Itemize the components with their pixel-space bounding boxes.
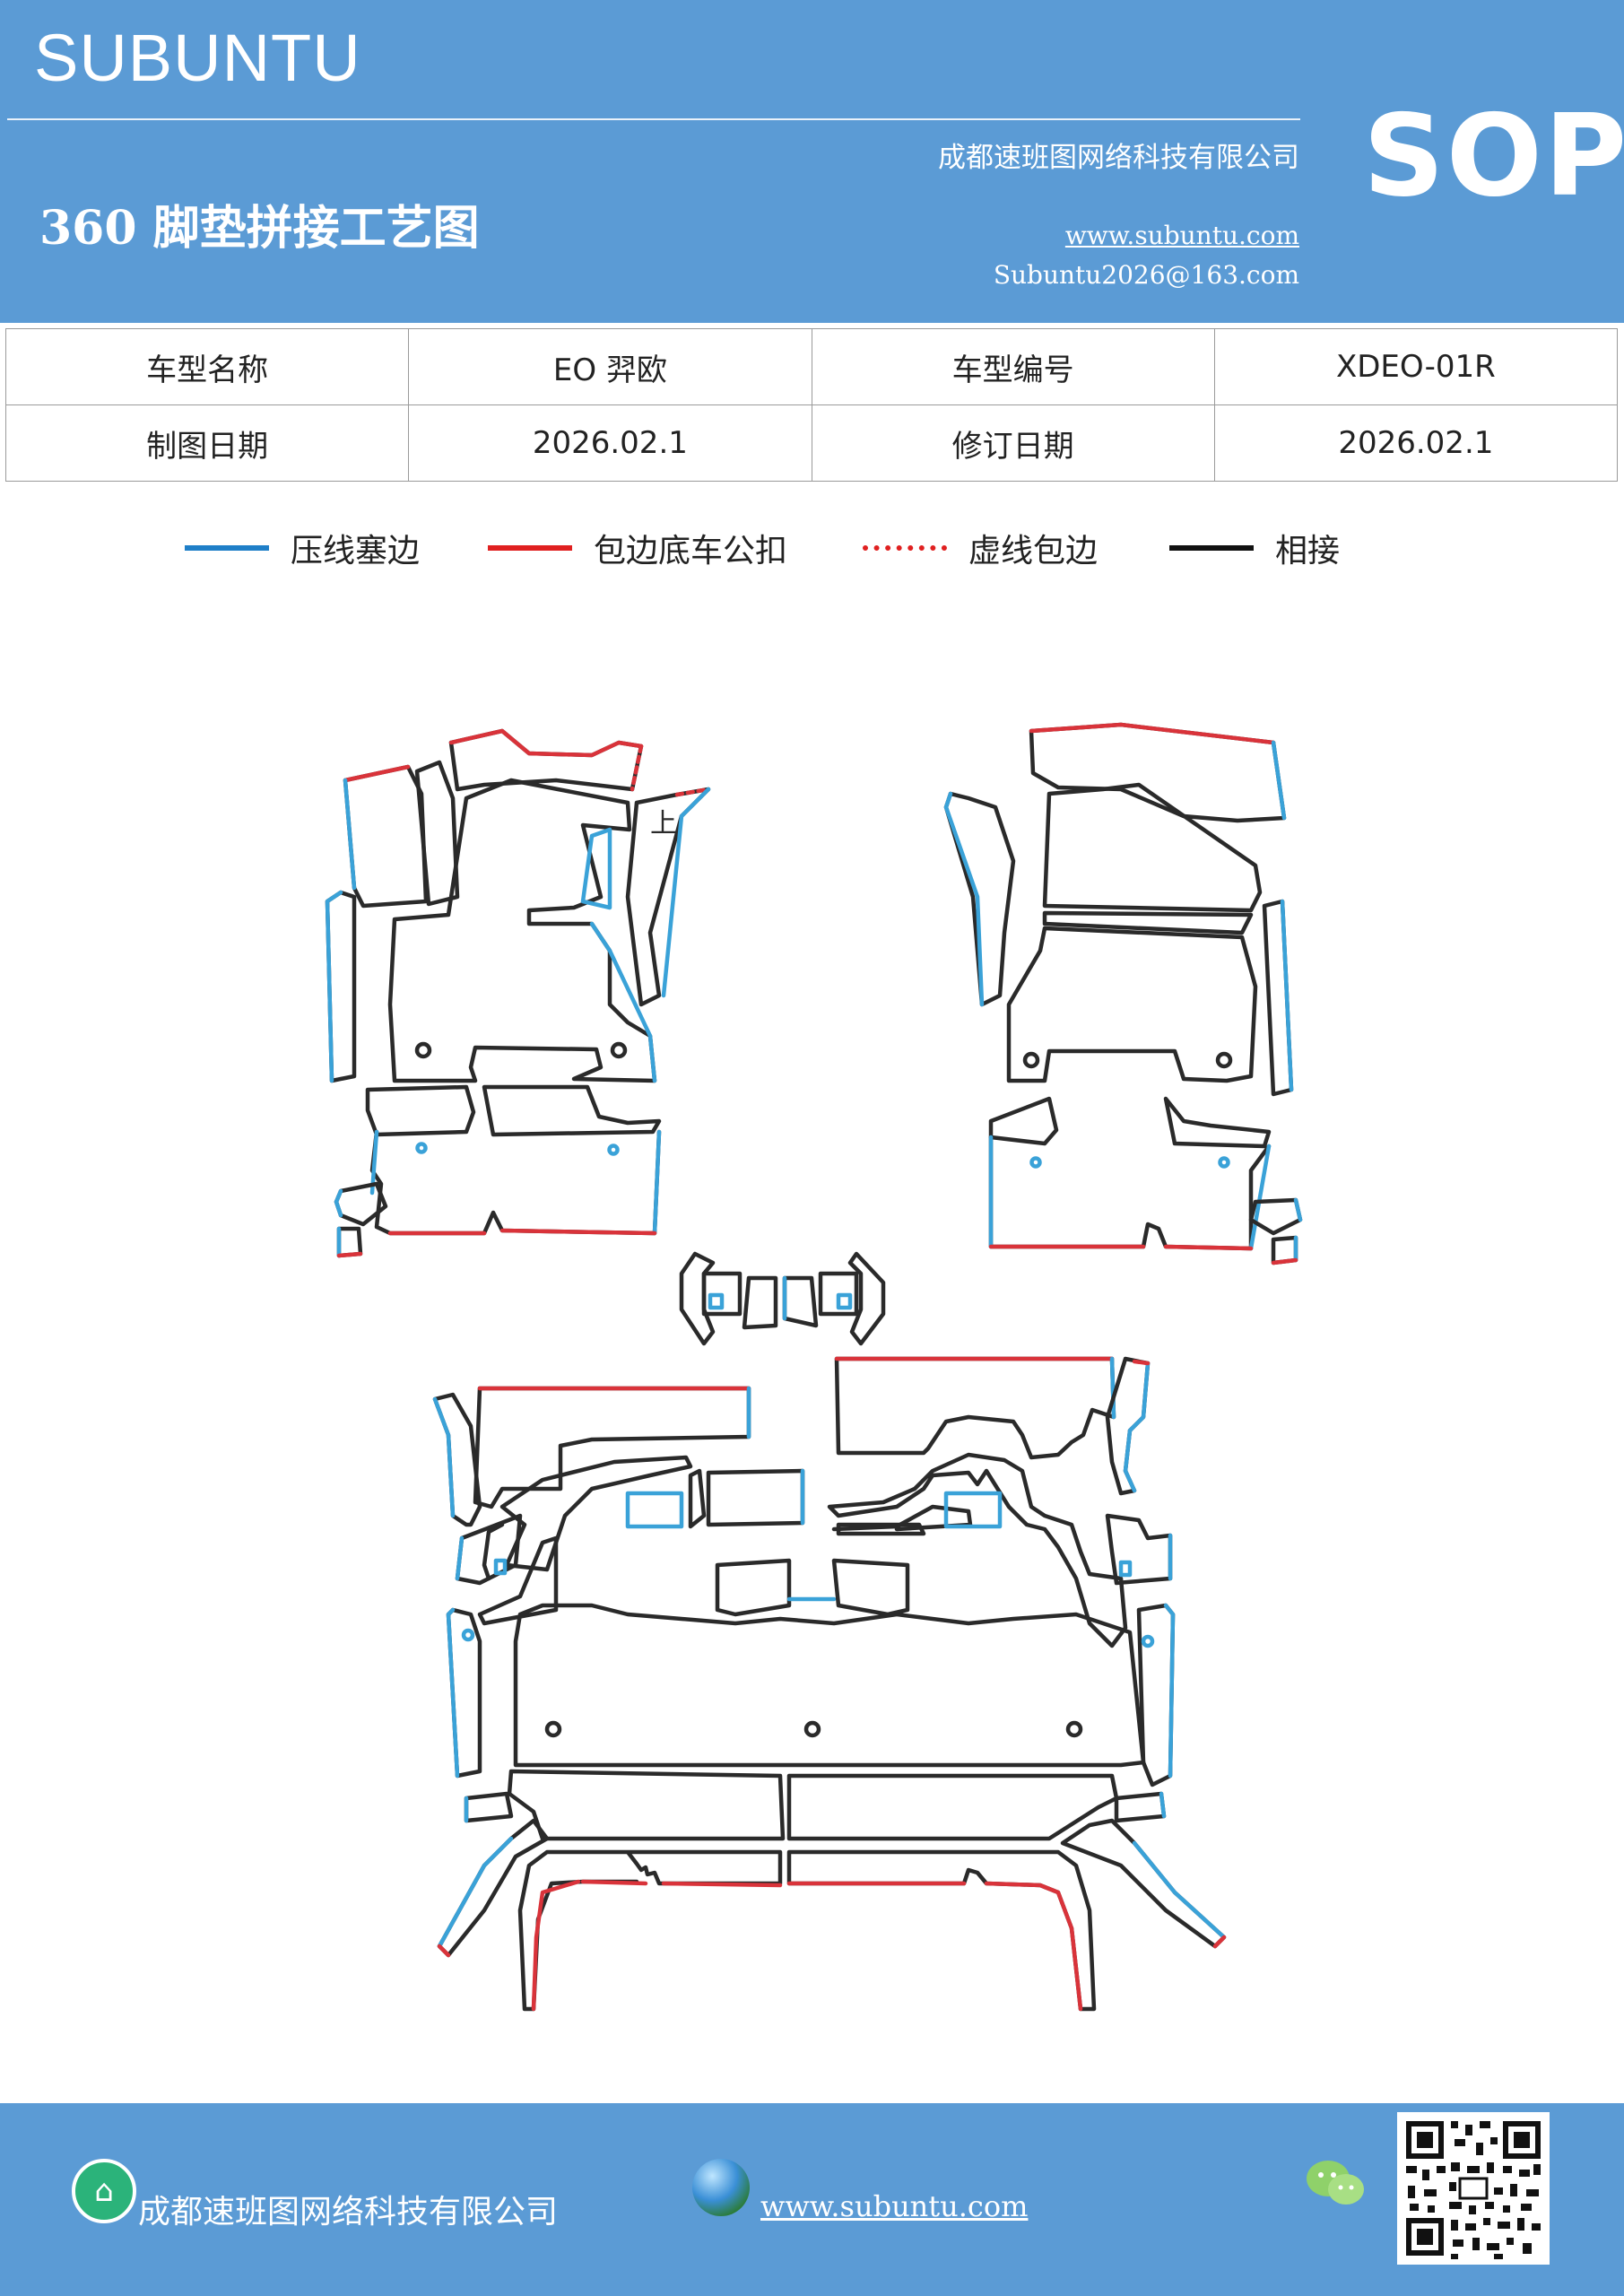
legend-item: 压线塞边 [185,525,420,571]
rear-main-mat [513,1603,1146,1768]
vehicle-info-table: 车型名称 EO 羿欧 车型编号 XDEO-01R 制图日期 2026.02.1 … [4,328,1619,482]
legend-label: 虚线包边 [968,533,1099,570]
table-cell-value: 2026.02.1 [408,404,812,482]
qr-code[interactable] [1397,2112,1550,2265]
footer-company-name: 成都速班图网络科技有限公司 [138,2194,559,2231]
table-cell-label: 车型编号 [811,328,1215,405]
email-address: Subuntu2026@163.com [993,260,1299,290]
globe-icon [692,2159,750,2216]
center-tunnel-pieces [679,1251,886,1346]
table-row: 车型名称 EO 羿欧 车型编号 XDEO-01R [4,328,1619,405]
header-divider [7,118,1300,120]
front-left-mat: 上 [325,728,711,1083]
footer-website-link[interactable]: www.subuntu.com [760,2189,1029,2223]
legend-label: 包边底车公扣 [594,533,788,570]
line-legend: 压线塞边 包边底车公扣 虚线包边 相接 [0,525,1624,570]
legend-item: 虚线包边 [863,525,1098,571]
front-right-mat [943,722,1294,1097]
brand-logo-text: SUBUNTU [34,21,361,95]
legend-swatch-blue [185,545,269,551]
legend-swatch-black [1169,545,1254,551]
table-cell-label: 车型名称 [4,328,410,405]
website-link[interactable]: www.subuntu.com [1064,221,1299,250]
rear-left-pieces [432,1386,805,1779]
company-name: 成都速班图网络科技有限公司 [938,142,1299,174]
front-right-lower-mat [988,1096,1303,1265]
orientation-marker: 上 [650,808,677,839]
rear-lower-mats [437,1769,1227,2012]
footer-banner: ⌂ 成都速班图网络科技有限公司 www.subuntu.com [0,2103,1624,2296]
legend-swatch-red-dashed [863,545,947,551]
table-cell-label: 制图日期 [4,404,410,482]
wechat-icon [1307,2161,1364,2205]
table-row: 制图日期 2026.02.1 修订日期 2026.02.1 [4,404,1619,482]
sop-badge: SOP [1363,90,1624,222]
legend-swatch-red [488,545,572,551]
document-title: 360 脚垫拼接工艺图 [39,201,480,256]
legend-label: 相接 [1275,533,1341,570]
table-cell-value: EO 羿欧 [408,328,812,405]
header-banner: SUBUNTU 成都速班图网络科技有限公司 360 脚垫拼接工艺图 www.su… [0,0,1624,323]
legend-item: 相接 [1169,525,1340,571]
table-cell-value: 2026.02.1 [1213,404,1619,482]
table-cell-value: XDEO-01R [1213,328,1619,405]
rear-right-pieces [827,1356,1176,1787]
home-icon: ⌂ [72,2159,136,2223]
table-cell-label: 修订日期 [811,404,1215,482]
legend-label: 压线塞边 [291,533,421,570]
front-left-lower-mat [334,1084,662,1258]
legend-item: 包边底车公扣 [488,525,787,571]
